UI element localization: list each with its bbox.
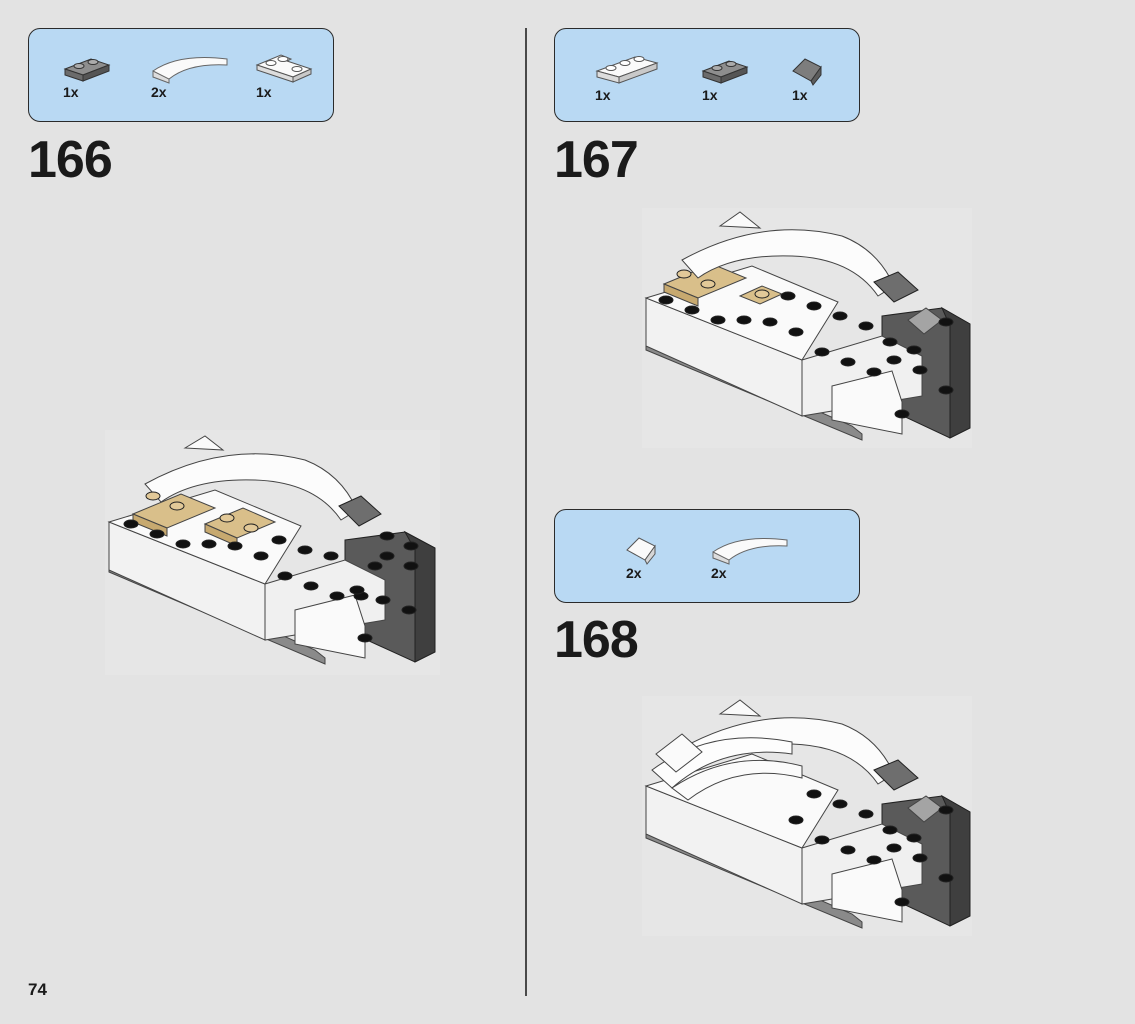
- part-qty: 2x: [151, 84, 167, 100]
- white-plate-1x3-icon: [595, 56, 659, 84]
- part-qty: 1x: [792, 87, 808, 103]
- part-qty: 1x: [256, 84, 272, 100]
- dark-gray-slope-icon: [792, 58, 822, 86]
- page-number: 74: [28, 980, 47, 999]
- step-number: 166: [28, 131, 113, 189]
- white-curved-slope-icon: [152, 57, 228, 84]
- model-illustration-step-168: [642, 696, 972, 936]
- white-corner-plate-icon: [255, 54, 313, 83]
- white-slope-icon: [626, 537, 656, 565]
- model-illustration-step-166: [105, 430, 440, 675]
- step-number: 168: [554, 611, 639, 669]
- dark-gray-plate-1x2-icon: [63, 58, 111, 82]
- page-divider: [525, 28, 527, 996]
- step-number: 167: [554, 131, 639, 189]
- part-qty: 1x: [63, 84, 79, 100]
- dark-gray-plate-1x2-icon: [701, 60, 749, 84]
- parts-callout-step-166: 1x 2x 1x: [28, 28, 334, 122]
- part-qty: 2x: [711, 565, 727, 581]
- part-qty: 2x: [626, 565, 642, 581]
- model-illustration-step-167: [642, 208, 972, 448]
- parts-callout-step-168: 2x 2x: [554, 509, 860, 603]
- white-curved-slope-icon: [712, 538, 788, 565]
- part-qty: 1x: [702, 87, 718, 103]
- part-qty: 1x: [595, 87, 611, 103]
- parts-callout-step-167: 1x 1x 1x: [554, 28, 860, 122]
